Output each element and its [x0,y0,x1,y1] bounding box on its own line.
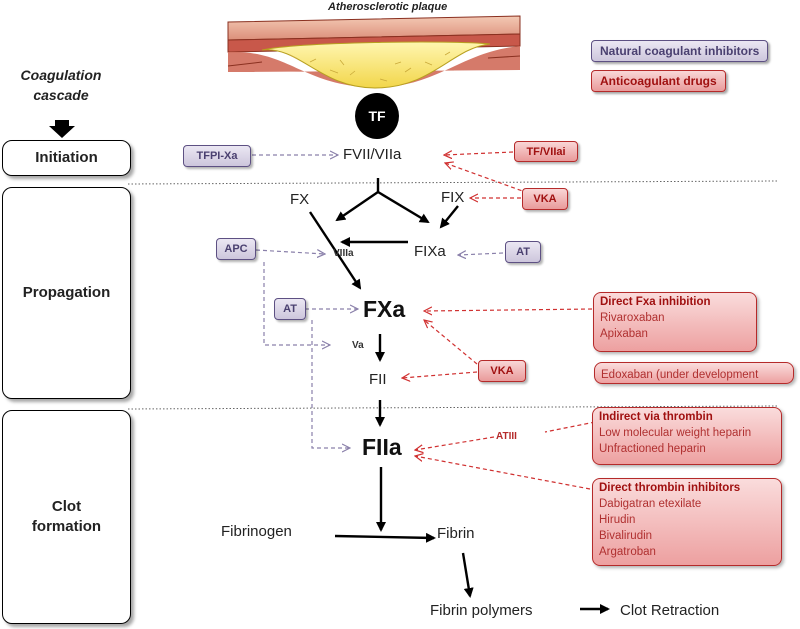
drug-bivalirudin: Bivalirudin [599,530,653,543]
drug-lmwh: Low molecular weight heparin [599,427,752,439]
drug-vka-mid: VKA [478,360,526,382]
drug-tf-viiai: TF/VIIai [514,141,578,162]
drug-argatroban: Argatroban [599,546,656,559]
factor-va: Va [352,340,364,351]
drug-edoxaban: Edoxaban (under development [601,369,759,381]
drug-edoxaban-box: Edoxaban (under development [594,362,794,384]
tf-label: TF [368,108,386,124]
factor-viiia: VIIIa [333,248,354,259]
factor-fiia: FIIa [362,434,402,460]
drug-group-direct-thrombin-heading: Direct thrombin inhibitors [599,482,741,494]
inhibitor-tfpi-xa: TFPI-Xa [183,145,251,167]
factor-fxa: FXa [363,296,406,322]
drug-group-direct-thrombin: Direct thrombin inhibitors Dabigatran et… [592,478,782,566]
stage-propagation: Propagation [2,187,131,399]
inhibitor-atiii: ATIII [496,431,517,442]
factor-fix: FIX [441,189,465,206]
factor-fvii-viia: FVII/VIIa [343,146,402,163]
factor-fx: FX [290,191,310,208]
factor-fii: FII [369,371,387,388]
drug-group-direct-fxa-heading: Direct Fxa inhibition [600,296,711,308]
drug-vka-top: VKA [522,188,568,210]
drug-dabigatran: Dabigatran etexilate [599,498,702,510]
tissue-factor-badge: TF [355,93,399,139]
stage-clot-formation-label: Clot formation [31,497,102,535]
inhibitor-apc: APC [216,238,256,260]
cascade-down-arrow [49,120,75,138]
plaque-illustration [227,15,521,89]
factor-fibrinogen: Fibrinogen [221,523,292,540]
factor-fixa: FIXa [414,243,446,260]
factor-fibrin-polymers: Fibrin polymers [430,602,533,619]
drug-group-direct-fxa: Direct Fxa inhibition Rivaroxaban Apixab… [593,292,757,352]
inhibitor-at-fxa: AT [274,298,306,320]
plaque-title: Atherosclerotic plaque [328,1,448,13]
separator-initiation [127,180,779,185]
drug-hirudin: Hirudin [599,514,636,527]
legend-anticoagulant-drugs: Anticoagulant drugs [591,70,726,92]
factor-fibrin: Fibrin [437,525,475,542]
drug-rivaroxaban: Rivaroxaban [600,312,665,324]
drug-group-indirect-thrombin: Indirect via thrombin Low molecular weig… [592,407,782,465]
cascade-heading: Coagulation cascade [20,67,102,104]
legend-natural-inhibitors: Natural coagulant inhibitors [591,40,769,62]
stage-clot-formation: Clot formation [2,410,131,624]
clot-retraction: Clot Retraction [620,602,720,619]
stage-initiation: Initiation [2,140,131,176]
drug-group-indirect-thrombin-heading: Indirect via thrombin [599,411,713,423]
drug-apixaban: Apixaban [600,328,648,341]
drug-ufh: Unfractioned heparin [599,443,706,456]
inhibitor-at-fixa: AT [505,241,541,263]
